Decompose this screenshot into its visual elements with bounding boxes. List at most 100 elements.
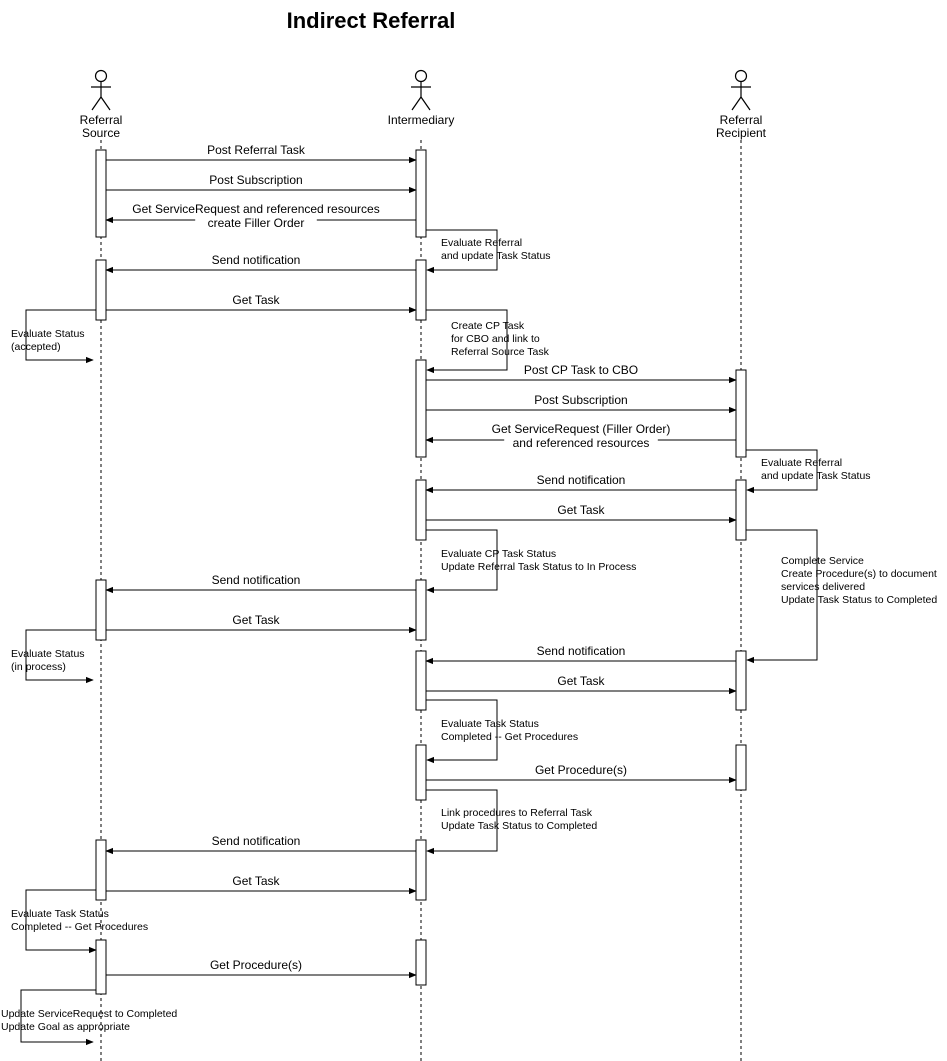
- note-label: and update Task Status: [761, 470, 871, 482]
- note-label: (in process): [11, 661, 66, 673]
- actor-name-label: Referral: [720, 113, 763, 127]
- message-label: Send notification: [212, 253, 301, 267]
- actor-figure-icon: [411, 69, 431, 111]
- note-label: Create CP Task: [451, 320, 525, 332]
- message-arrow: Get ServiceRequest and referenced resour…: [105, 202, 416, 230]
- message-label: Get Task: [557, 503, 605, 517]
- activation-bars: [95, 149, 747, 995]
- message-arrow: Post Referral Task: [106, 143, 417, 164]
- note-label: for CBO and link to: [451, 333, 540, 345]
- message-arrow: Post Subscription: [106, 173, 417, 194]
- message-arrow: Send notification: [105, 573, 416, 594]
- message-label-bg: [195, 216, 317, 229]
- note-label: Update Task Status to Completed: [441, 820, 597, 832]
- note-label: Evaluate Task Status: [441, 718, 539, 730]
- note-label: Update Goal as appropriate: [1, 1021, 130, 1033]
- message-label: Send notification: [212, 573, 301, 587]
- message-arrow: Get ServiceRequest (Filler Order)and ref…: [425, 422, 736, 450]
- message-label: Send notification: [537, 644, 626, 658]
- note-label: (accepted): [11, 341, 61, 353]
- activation-bar-src: [95, 939, 107, 995]
- message-arrow: Post Subscription: [426, 393, 737, 414]
- note-label: Evaluate Referral: [441, 237, 522, 249]
- message-label: Post CP Task to CBO: [524, 363, 638, 377]
- note-label: Evaluate Task Status: [11, 908, 109, 920]
- message-arrow: Send notification: [425, 473, 736, 494]
- message-arrow: Send notification: [105, 253, 416, 274]
- note-label: Referral Source Task: [451, 346, 550, 358]
- message-label-bg: [118, 202, 394, 215]
- message-label: Send notification: [537, 473, 626, 487]
- note-label: Evaluate Referral: [761, 457, 842, 469]
- message-arrow: Send notification: [105, 834, 416, 855]
- activation-bar-src: [95, 839, 107, 901]
- activation-bar-int: [415, 939, 427, 986]
- message-arrow: Post CP Task to CBO: [426, 363, 737, 384]
- message-arrow: Send notification: [425, 644, 736, 665]
- note-label: Update Task Status to Completed: [781, 594, 937, 606]
- actor-figure-icon: [731, 69, 751, 111]
- actor-name-label: Recipient: [716, 126, 767, 140]
- activation-bar-int: [415, 479, 427, 541]
- note-label: services delivered: [781, 581, 865, 593]
- activation-bar-rec: [735, 744, 747, 791]
- note-label: Complete Service: [781, 555, 864, 567]
- activation-bar-src: [95, 149, 107, 238]
- message-label: Post Subscription: [209, 173, 302, 187]
- message-arrow: Get Task: [426, 674, 737, 695]
- activation-bar-int: [415, 744, 427, 801]
- message-arrow: Get Task: [106, 874, 417, 895]
- message-label: Get Task: [232, 613, 280, 627]
- message-label-bg: [475, 422, 687, 435]
- message-arrow: Get Task: [106, 293, 417, 314]
- message-label: Get Procedure(s): [535, 763, 627, 777]
- activation-bar-src: [95, 579, 107, 641]
- actor-figure-icon: [91, 69, 111, 111]
- note-label: Link procedures to Referral Task: [441, 807, 593, 819]
- message-label: and referenced resources: [513, 436, 650, 450]
- activation-bar-int: [415, 149, 427, 238]
- message-label-bg: [504, 436, 658, 449]
- note-label: Evaluate Status: [11, 328, 85, 340]
- message-label: Post Subscription: [534, 393, 627, 407]
- note-label: Update Referral Task Status to In Proces…: [441, 561, 636, 573]
- activation-bar-rec: [735, 369, 747, 458]
- message-arrow: Get Task: [106, 613, 417, 634]
- activation-bar-rec: [735, 479, 747, 541]
- activation-bar-int: [415, 259, 427, 321]
- activation-bar-rec: [735, 650, 747, 711]
- note-label: Evaluate CP Task Status: [441, 548, 556, 560]
- message-label: Get ServiceRequest (Filler Order): [492, 422, 671, 436]
- self-message: Evaluate Status(in process): [11, 629, 96, 684]
- actor-name-label: Source: [82, 126, 120, 140]
- message-label: Get Procedure(s): [210, 958, 302, 972]
- note-label: Evaluate Status: [11, 648, 85, 660]
- note-label: and update Task Status: [441, 250, 551, 262]
- diagram-title: Indirect Referral: [287, 8, 456, 33]
- message-label: Get Task: [557, 674, 605, 688]
- message-arrow: Get Task: [426, 503, 737, 524]
- activation-bar-src: [95, 259, 107, 321]
- self-message: Evaluate Status(accepted): [11, 309, 96, 364]
- actor-int: Intermediary: [388, 69, 455, 127]
- message-label: Get Task: [232, 293, 280, 307]
- note-label: Completed -- Get Procedures: [11, 921, 148, 933]
- message-label: Get Task: [232, 874, 280, 888]
- note-label: Create Procedure(s) to document: [781, 568, 937, 580]
- activation-bar-int: [415, 650, 427, 711]
- actor-name-label: Referral: [80, 113, 123, 127]
- actor-name-label: Intermediary: [388, 113, 455, 127]
- note-label: Update ServiceRequest to Completed: [1, 1008, 177, 1020]
